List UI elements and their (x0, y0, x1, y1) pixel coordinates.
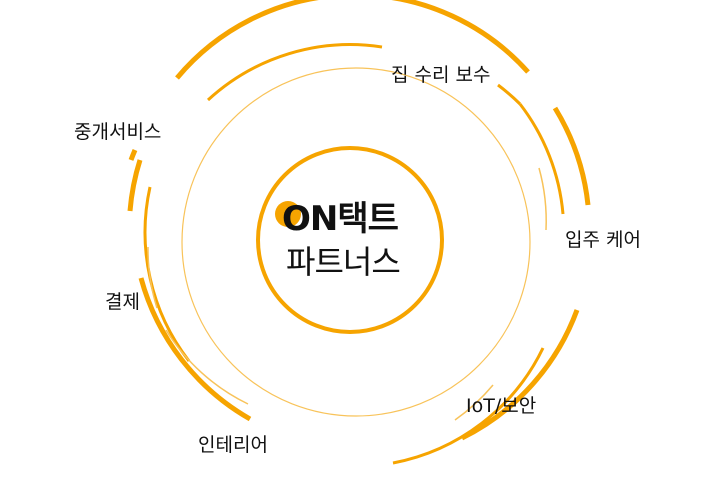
logo-on: ON (282, 199, 338, 239)
second-arc-top (206, 43, 383, 102)
outer-ring-arcs (127, 0, 591, 441)
outer-arc-bottom-right (460, 309, 580, 441)
third-arc-a (147, 246, 158, 309)
outer-arc-left-main (127, 159, 143, 212)
outer-arc-left (128, 149, 138, 161)
second-arc-right (518, 103, 565, 215)
logo-dot (275, 201, 301, 227)
third-arc-b (165, 329, 249, 405)
center-logo: ON택트 파트너스 (282, 200, 422, 280)
outer-arc-top (175, 0, 530, 80)
outer-arc-right (552, 106, 591, 206)
inner-thin-ring (181, 67, 531, 417)
label-move-in-care: 입주 케어 (565, 229, 641, 251)
label-iot-security: IoT/보안 (466, 395, 537, 417)
outer-arc-bottom-left (138, 277, 252, 422)
third-arc-c (454, 384, 494, 421)
label-brokerage: 중개서비스 (74, 121, 162, 143)
label-interior: 인테리어 (198, 434, 268, 456)
label-payment: 결제 (105, 291, 140, 313)
center-thick-ring (256, 146, 444, 334)
logo-taekt: 택트 (337, 199, 399, 239)
second-arc-top-right (497, 83, 522, 106)
label-home-repair: 집 수리 보수 (391, 64, 491, 86)
logo-line2: 파트너스 (286, 243, 401, 281)
third-ring-arcs (147, 167, 547, 421)
logo-line1: ON택트 (282, 200, 422, 238)
third-arc-d (538, 167, 547, 231)
second-arc-bottom (392, 347, 545, 465)
